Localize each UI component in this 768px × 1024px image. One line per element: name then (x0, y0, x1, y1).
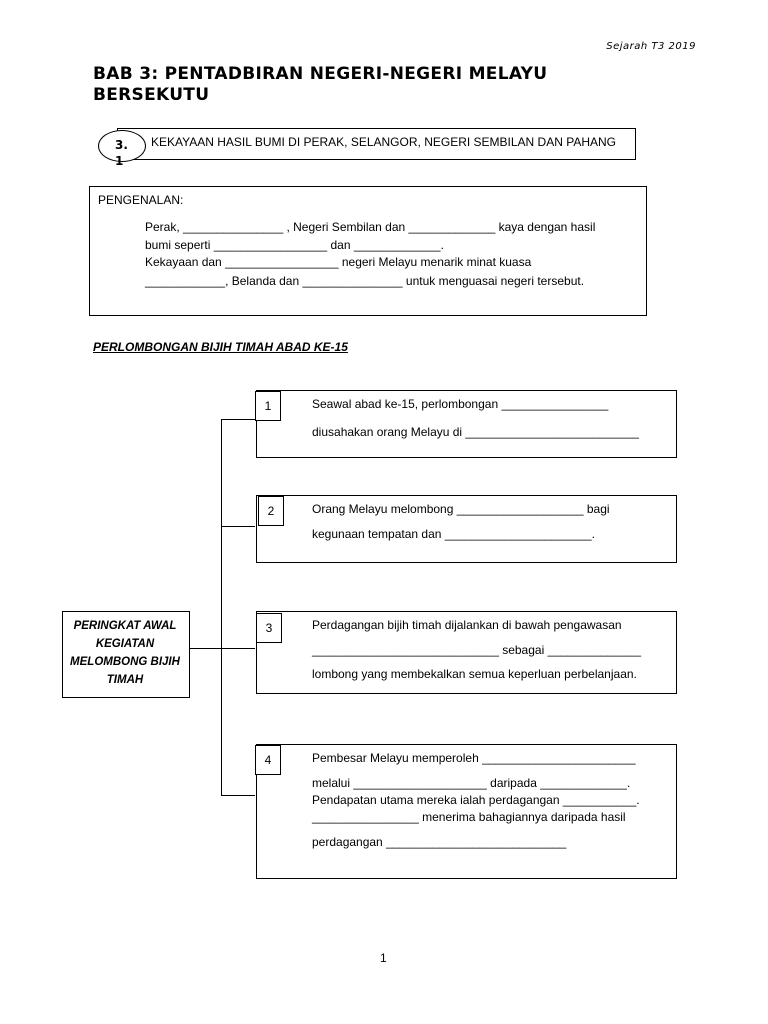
page-number: 1 (380, 951, 387, 965)
connector-branch-2 (221, 526, 255, 527)
point-box-2 (256, 495, 677, 563)
point-box-4 (256, 744, 677, 879)
point-2-line-1: Orang Melayu melombong _________________… (312, 502, 610, 516)
point-3-line-2: ____________________________ sebagai ___… (312, 643, 642, 657)
point-3-line-1: Perdagangan bijih timah dijalankan di ba… (312, 618, 622, 632)
stage-box-text: PERINGKAT AWAL KEGIATAN MELOMBONG BIJIH … (70, 620, 180, 686)
introduction-title: PENGENALAN: (98, 193, 184, 207)
intro-line-4: ____________, Belanda dan ______________… (145, 274, 585, 288)
point-number-4: 4 (255, 745, 281, 775)
intro-line-3: Kekayaan dan _________________ negeri Me… (145, 255, 532, 269)
point-number-2: 2 (258, 496, 284, 526)
page-title-line-2: BERSEKUTU (93, 85, 210, 105)
connector-left-line (189, 648, 222, 649)
point-3-line-3: lombong yang membekalkan semua keperluan… (312, 667, 637, 681)
point-4-line-1: Pembesar Melayu memperoleh _____________… (312, 751, 636, 765)
point-number-3: 3 (256, 613, 282, 643)
connector-vertical-line (221, 419, 222, 796)
introduction-box (89, 186, 647, 316)
connector-branch-3 (221, 648, 255, 649)
point-box-1 (256, 390, 677, 458)
connector-branch-1 (221, 419, 255, 420)
point-1-line-2: diusahakan orang Melayu di _____________… (312, 425, 639, 439)
point-4-line-2: melalui ____________________ daripada __… (312, 776, 631, 790)
point-4-line-5: perdagangan ___________________________ (312, 835, 567, 849)
intro-line-1: Perak, _______________ , Negeri Sembilan… (145, 220, 596, 234)
section-number-text: 3. 1 (115, 138, 128, 168)
point-4-line-4: ________________ menerima bahagiannya da… (312, 810, 626, 824)
point-box-3 (256, 611, 677, 694)
subheading: PERLOMBONGAN BIJIH TIMAH ABAD KE-15 (93, 340, 348, 354)
connector-branch-4 (221, 795, 255, 796)
point-1-line-1: Seawal abad ke-15, perlombongan ________… (312, 397, 609, 411)
point-number-1: 1 (255, 391, 281, 421)
section-title: KEKAYAAN HASIL BUMI DI PERAK, SELANGOR, … (151, 135, 617, 149)
page-title: BAB 3: PENTADBIRAN NEGERI-NEGERI MELAYU … (93, 64, 547, 106)
intro-line-2: bumi seperti _________________ dan _____… (145, 238, 444, 252)
page-title-line-1: BAB 3: PENTADBIRAN NEGERI-NEGERI MELAYU (93, 64, 548, 84)
stage-box (62, 611, 190, 698)
section-number: 3. 1 (115, 137, 128, 169)
point-4-line-3: Pendapatan utama mereka ialah perdaganga… (312, 793, 640, 807)
header-course-label: Sejarah T3 2019 (606, 41, 696, 52)
section-number-oval (98, 130, 146, 162)
point-2-line-2: kegunaan tempatan dan __________________… (312, 527, 595, 541)
